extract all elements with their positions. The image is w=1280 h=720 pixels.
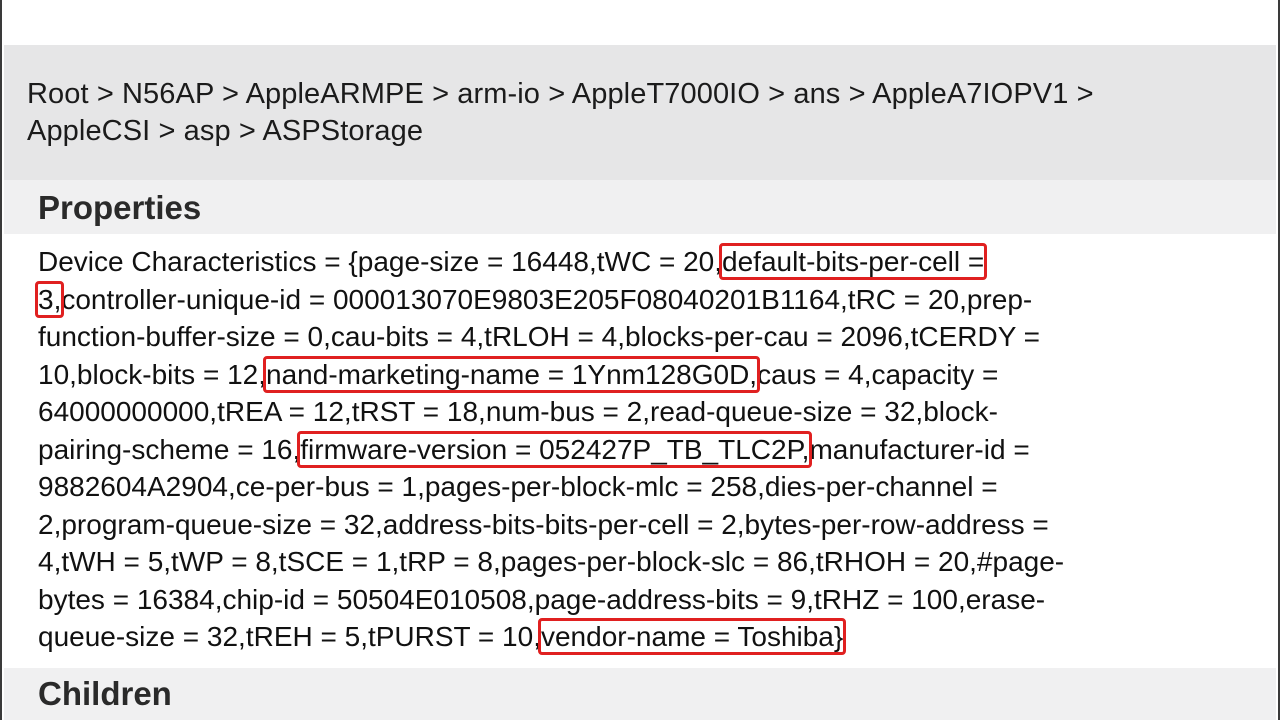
- children-section-header: Children: [4, 668, 1276, 720]
- property-text: Device Characteristics = {page-size = 16…: [38, 246, 723, 277]
- property-text: manufacturer-id =: [809, 433, 1030, 465]
- property-line: pairing-scheme = 16,firmware-version = 0…: [38, 430, 1248, 469]
- property-line: 4,tWH = 5,tWP = 8,tSCE = 1,tRP = 8,pages…: [38, 546, 1065, 577]
- highlight-firmware-version: firmware-version = 052427P_TB_TLC2P,: [297, 430, 813, 468]
- property-line: 3,controller-unique-id = 000013070E9803E…: [34, 280, 1248, 319]
- property-line: Device Characteristics = {page-size = 16…: [38, 243, 1248, 281]
- breadcrumb: Root > N56AP > AppleARMPE > arm-io > App…: [4, 45, 1276, 180]
- property-line: queue-size = 32,tREH = 5,tPURST = 10,ven…: [38, 618, 1248, 656]
- property-text: pairing-scheme = 16,: [38, 433, 301, 465]
- property-line: 10,block-bits = 12,nand-marketing-name =…: [38, 355, 1248, 394]
- breadcrumb-path-line-2[interactable]: AppleCSI > asp > ASPStorage: [27, 115, 424, 147]
- highlight-default-bits-per-cell: default-bits-per-cell =: [719, 243, 988, 280]
- property-text: controller-unique-id = 000013070E9803E20…: [61, 283, 1033, 315]
- top-spacer: [4, 0, 1276, 45]
- property-line: 9882604A2904,ce-per-bus = 1,pages-per-bl…: [38, 471, 998, 502]
- highlight-vendor-name: vendor-name = Toshiba}: [537, 618, 847, 655]
- highlight-nand-marketing-name: nand-marketing-name = 1Ynm128G0D,: [263, 355, 761, 393]
- device-characteristics-text: Device Characteristics = {page-size = 16…: [34, 243, 1248, 656]
- property-text: 10,block-bits = 12,: [38, 358, 267, 390]
- property-line: bytes = 16384,chip-id = 50504E010508,pag…: [38, 583, 1046, 615]
- highlight-default-bits-per-cell-value: 3,: [34, 280, 65, 318]
- property-line: 2,program-queue-size = 32,address-bits-b…: [38, 508, 1049, 540]
- breadcrumb-path-line-1[interactable]: Root > N56AP > AppleARMPE > arm-io > App…: [27, 78, 1094, 110]
- properties-section-header: Properties: [4, 180, 1276, 234]
- property-line: 64000000000,tREA = 12,tRST = 18,num-bus …: [38, 396, 998, 427]
- property-line: function-buffer-size = 0,cau-bits = 4,tR…: [38, 321, 1041, 352]
- property-text: caus = 4,capacity =: [757, 358, 999, 390]
- property-text: queue-size = 32,tREH = 5,tPURST = 10,: [38, 621, 541, 652]
